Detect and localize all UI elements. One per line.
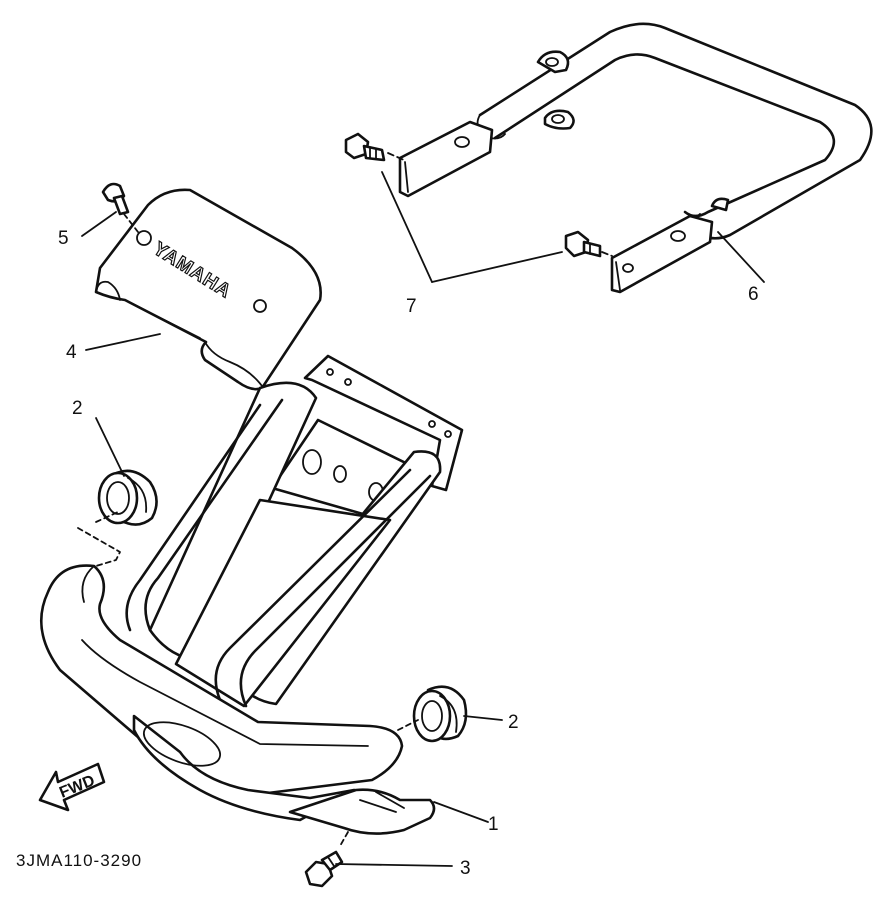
callout-1: 1: [488, 814, 499, 835]
callout-7: 7: [406, 296, 417, 317]
callout-2-lower: 2: [508, 712, 519, 733]
part-4-cover: YAMAHA: [94, 188, 322, 391]
part-7-bolt-upper: [344, 132, 386, 162]
part-code: 3JMA110-3290: [16, 851, 142, 870]
callout-6: 6: [748, 284, 759, 305]
forward-direction-arrow: FWD: [38, 762, 106, 812]
part-7-bolt-lower: [564, 230, 602, 258]
leader-lines: [81, 171, 765, 867]
part-3-bolt: [304, 850, 344, 888]
callout-3: 3: [460, 858, 471, 879]
callout-5: 5: [58, 228, 69, 249]
main-frame-bumper: [39, 354, 464, 822]
callout-4: 4: [66, 342, 77, 363]
callout-2-upper: 2: [72, 398, 83, 419]
part-2-grommet-upper: [77, 469, 158, 567]
part-2-grommet-lower: [397, 685, 468, 743]
part-5-bolt: [101, 182, 139, 233]
part-1-skid-plate: [288, 788, 436, 847]
part-6-grab-bar: [398, 22, 873, 294]
